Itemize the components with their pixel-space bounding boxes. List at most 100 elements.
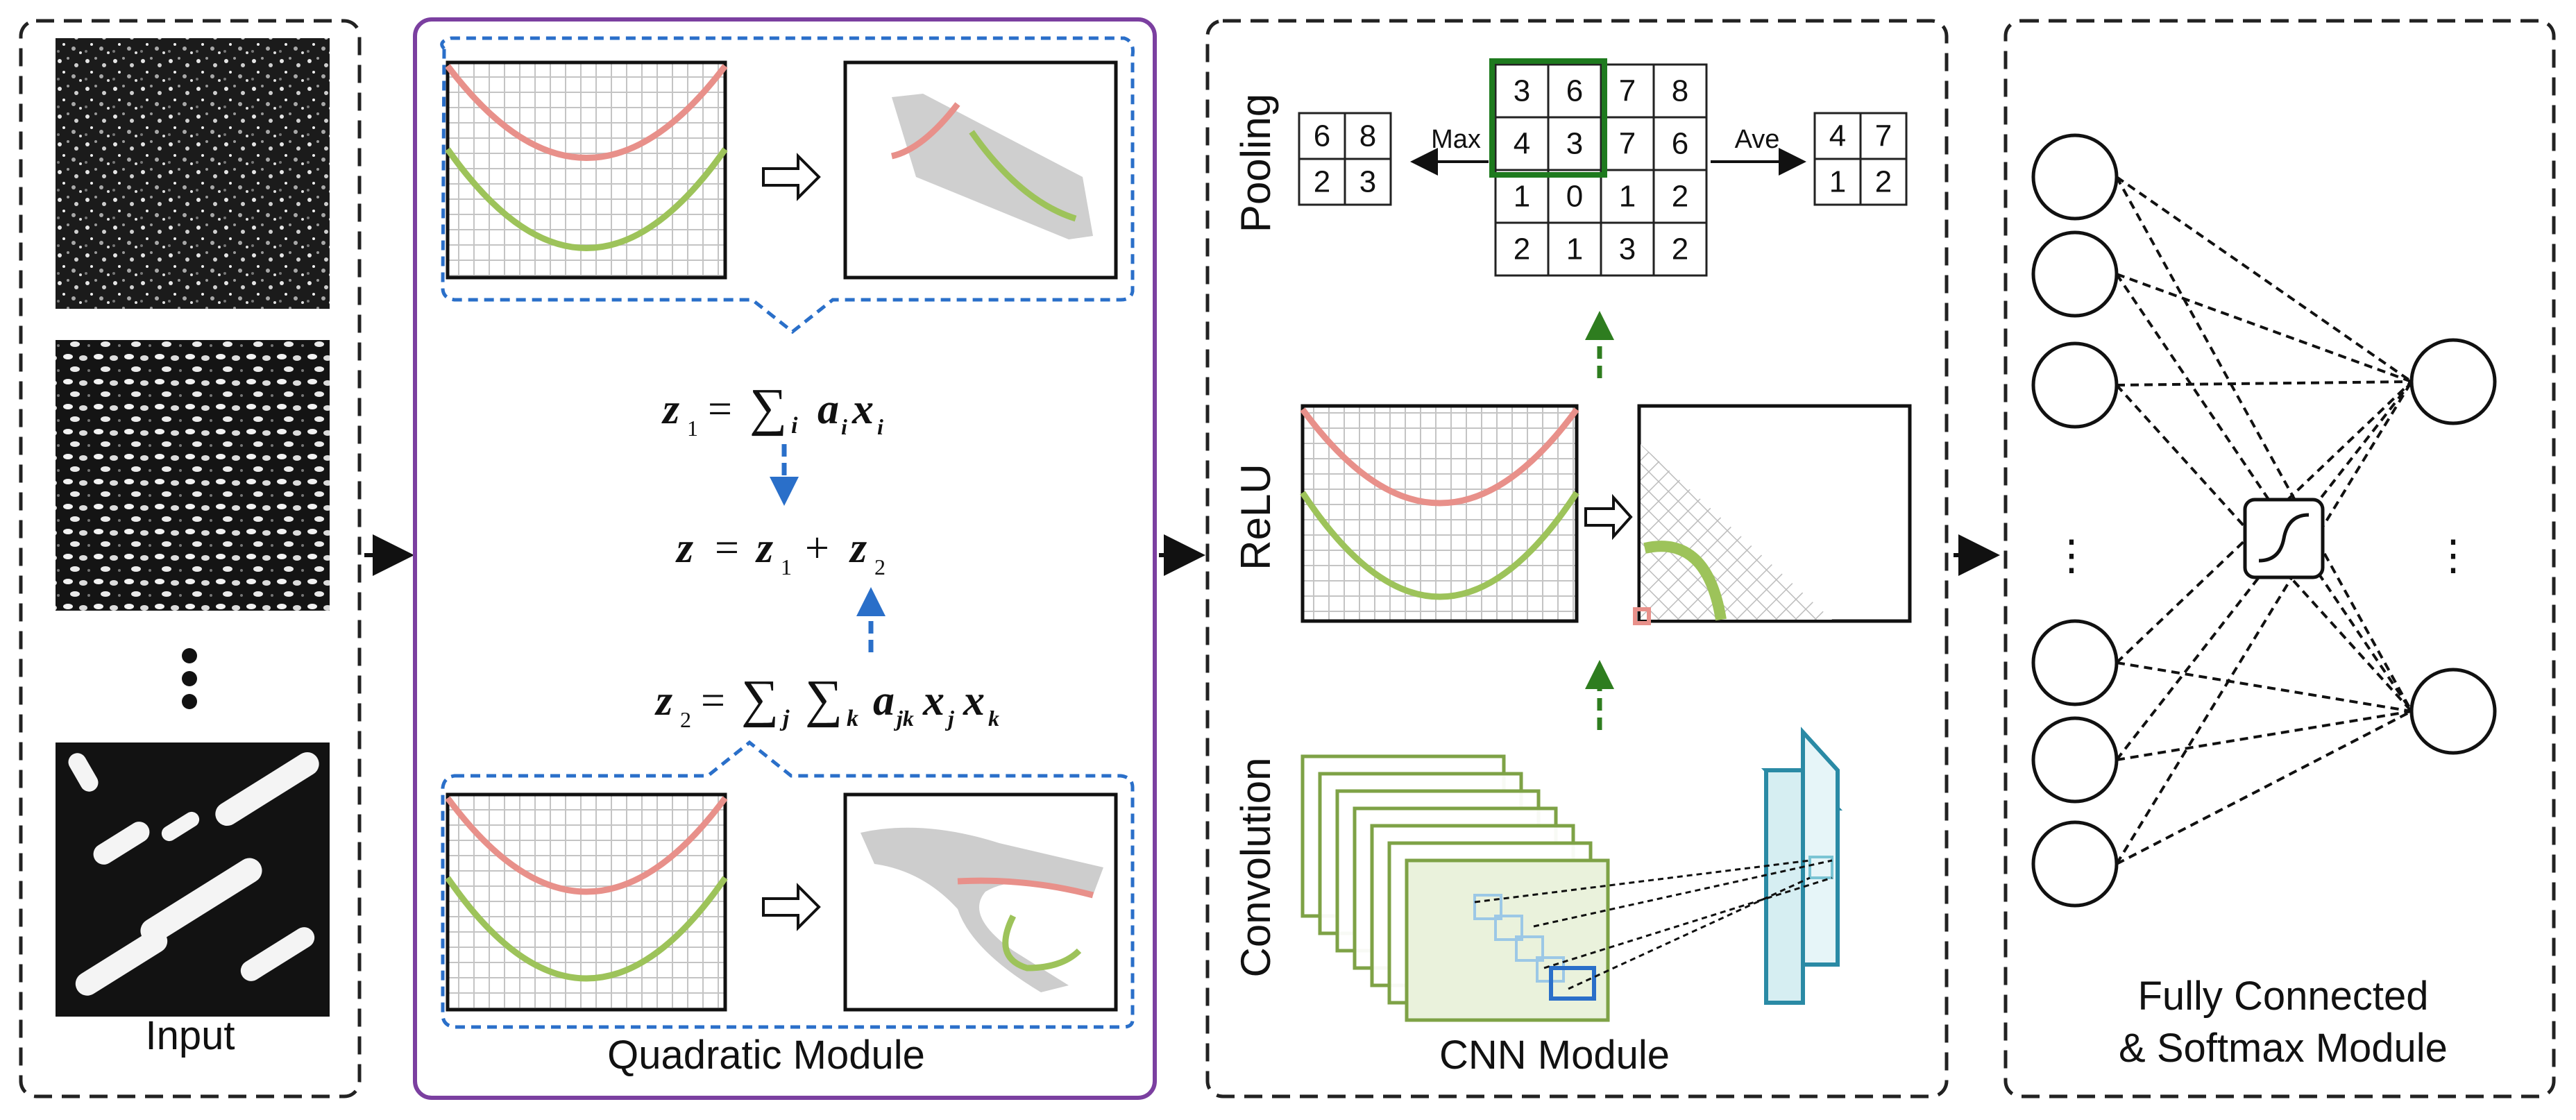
fc-edge — [2115, 380, 2413, 664]
pool-input-value: 3 — [1566, 127, 1583, 161]
pool-input-value: 7 — [1619, 74, 1636, 108]
row-label-convolution: Convolution — [1232, 758, 1279, 978]
fc-input-node — [2031, 619, 2119, 706]
pool-input-value: 3 — [1619, 232, 1636, 266]
fc-input-node — [2031, 230, 2119, 318]
fc-panel-border — [2003, 19, 2556, 1098]
conv-projection-lines — [1474, 859, 1833, 990]
pool-ave-label: Ave — [1735, 125, 1780, 154]
pool-max-cell — [1344, 112, 1392, 160]
pool-max-value: 6 — [1314, 119, 1330, 153]
pool-input-value: 2 — [1672, 180, 1688, 214]
svg-text:=: = — [708, 386, 732, 433]
fc-output-nodes — [2409, 338, 2497, 755]
pool-input-value: 2 — [1514, 232, 1530, 266]
fc-output-ellipsis: ⋮ — [2432, 532, 2474, 579]
pool-input-value: 1 — [1566, 232, 1583, 266]
pool-ave-value: 2 — [1875, 165, 1892, 199]
fc-edge — [2115, 176, 2413, 383]
pool-max-cell — [1344, 158, 1392, 206]
fc-edge — [2115, 380, 2413, 865]
svg-text:=: = — [701, 677, 725, 724]
pool-ave-cell — [1859, 158, 1908, 206]
pool-input-cell — [1652, 169, 1708, 224]
svg-text:i: i — [841, 414, 847, 439]
pool-max-cell — [1298, 112, 1346, 160]
svg-text:+: + — [805, 525, 829, 572]
svg-text:z: z — [849, 525, 867, 572]
fc-edge — [2115, 384, 2413, 713]
pool-ave-cell — [1859, 112, 1908, 160]
quadratic-panel-border — [413, 17, 1157, 1100]
pool-input-cell — [1652, 221, 1708, 277]
pool-max-value: 2 — [1314, 165, 1330, 199]
pool-input-value: 7 — [1619, 127, 1636, 161]
fc-edge — [2116, 710, 2412, 761]
pool-input-value: 1 — [1514, 180, 1530, 214]
sigmoid-activation-icon — [2243, 498, 2325, 579]
pool-input-value: 6 — [1672, 127, 1688, 161]
fc-input-node — [2031, 341, 2119, 429]
pool-max-label: Max — [1431, 125, 1481, 154]
cnn-title: CNN Module — [1439, 1033, 1670, 1078]
conv-filter-cube — [1761, 727, 1843, 1005]
svg-text:2: 2 — [874, 554, 886, 579]
fc-title-line1: Fully Connected — [2137, 974, 2428, 1019]
svg-text:∑: ∑ — [749, 378, 787, 436]
conv-receptive-field — [1473, 894, 1502, 920]
svg-text:i: i — [791, 413, 798, 439]
pool-window — [1489, 58, 1607, 178]
pool-ave-value: 7 — [1875, 119, 1892, 153]
relu-input-plot — [1300, 404, 1579, 623]
pool-input-value: 3 — [1514, 74, 1530, 108]
input-ellipsis — [182, 648, 197, 709]
svg-text:z: z — [755, 525, 773, 572]
svg-text:jk: jk — [893, 706, 914, 731]
svg-text:∑: ∑ — [741, 670, 779, 728]
conv-receptive-field — [1515, 935, 1544, 962]
fc-edge — [2115, 273, 2413, 713]
input-panel: Input — [19, 19, 362, 1098]
pool-input-value: 8 — [1672, 74, 1688, 108]
svg-text:z: z — [654, 677, 672, 724]
pool-ave-cell — [1813, 158, 1862, 206]
fc-input-node — [2031, 820, 2119, 908]
pool-input-value: 1 — [1619, 180, 1636, 214]
pool-input-value: 2 — [1672, 232, 1688, 266]
fc-edge — [2116, 710, 2412, 865]
conv-active-field — [1549, 966, 1596, 1001]
pool-max-value: 8 — [1359, 119, 1376, 153]
svg-text:j: j — [779, 706, 790, 731]
svg-text:k: k — [988, 706, 999, 731]
fc-title-line2: & Softmax Module — [2119, 1026, 2448, 1071]
relu-transform-arrow — [1584, 493, 1633, 541]
top-transform-arrow — [762, 153, 821, 201]
bottom-left-plot — [445, 792, 728, 1012]
fc-panel: ⋮ ⋮ Fully Connected & Softmax Module — [2003, 19, 2556, 1098]
pool-ave-value: 1 — [1829, 165, 1846, 199]
pool-input-value: 6 — [1566, 74, 1583, 108]
pool-input-value: 4 — [1514, 127, 1530, 161]
pool-input-cell — [1547, 63, 1602, 119]
svg-text:x: x — [922, 677, 944, 724]
input-title: Input — [146, 1013, 235, 1058]
fc-edge — [2116, 273, 2412, 383]
equation-z: z = z 1 + z 2 — [675, 525, 886, 579]
pool-input-cell — [1600, 169, 1655, 224]
row-label-pooling: Pooling — [1232, 94, 1279, 232]
fc-edge — [2115, 176, 2413, 712]
pool-max-value: 3 — [1359, 165, 1376, 199]
fc-output-node — [2409, 668, 2497, 755]
svg-text:2: 2 — [680, 707, 691, 732]
row-label-relu: ReLU — [1232, 464, 1279, 570]
fc-input-nodes — [2031, 133, 2119, 908]
quadratic-title: Quadratic Module — [607, 1033, 925, 1078]
svg-text:j: j — [944, 706, 954, 731]
svg-text:a: a — [817, 386, 839, 433]
input-image-2 — [56, 340, 330, 611]
relu-output-plot — [1633, 404, 1912, 625]
